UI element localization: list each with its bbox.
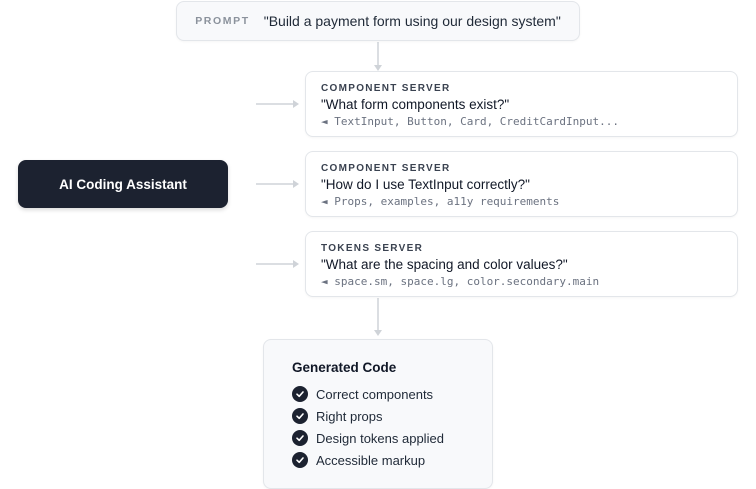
arrowhead-right bbox=[293, 180, 299, 188]
server-label: TOKENS SERVER bbox=[321, 243, 424, 254]
component-server-query-1: COMPONENT SERVER "What form components e… bbox=[305, 71, 738, 137]
checklist-item: Correct components bbox=[292, 383, 444, 405]
component-server-query-2: COMPONENT SERVER "How do I use TextInput… bbox=[305, 151, 738, 217]
arrowhead-down bbox=[374, 330, 382, 336]
checklist-item-text: Right props bbox=[316, 408, 383, 424]
server-question: "What form components exist?" bbox=[321, 97, 510, 112]
checklist-item: Right props bbox=[292, 405, 444, 427]
server-answer: ◄ TextInput, Button, Card, CreditCardInp… bbox=[321, 115, 620, 128]
prompt-text: "Build a payment form using our design s… bbox=[263, 13, 561, 29]
check-circle-icon bbox=[292, 386, 308, 402]
arrowhead-right bbox=[293, 100, 299, 108]
checklist-item-text: Accessible markup bbox=[316, 452, 426, 468]
server-answer: ◄ space.sm, space.lg, color.secondary.ma… bbox=[321, 275, 600, 288]
server-answer: ◄ Props, examples, a11y requirements bbox=[321, 195, 560, 208]
arrowhead-right bbox=[293, 260, 299, 268]
output-title: Generated Code bbox=[292, 360, 397, 375]
checklist-item-text: Design tokens applied bbox=[316, 430, 444, 446]
check-circle-icon bbox=[292, 452, 308, 468]
ai-coding-assistant-node: AI Coding Assistant bbox=[18, 160, 228, 208]
server-label: COMPONENT SERVER bbox=[321, 83, 451, 94]
checklist-item: Design tokens applied bbox=[292, 427, 444, 449]
prompt-label: PROMPT bbox=[195, 15, 250, 27]
assistant-label: AI Coding Assistant bbox=[59, 176, 187, 192]
check-circle-icon bbox=[292, 408, 308, 424]
server-label: COMPONENT SERVER bbox=[321, 163, 451, 174]
arrowhead-down bbox=[374, 65, 382, 71]
checklist: Correct components Right props Design to… bbox=[292, 383, 444, 471]
prompt-box: PROMPT "Build a payment form using our d… bbox=[176, 1, 580, 41]
server-question: "How do I use TextInput correctly?" bbox=[321, 177, 530, 192]
tokens-server-query: TOKENS SERVER "What are the spacing and … bbox=[305, 231, 738, 297]
server-question: "What are the spacing and color values?" bbox=[321, 257, 568, 272]
checklist-item: Accessible markup bbox=[292, 449, 444, 471]
generated-code-box: Generated Code Correct components Right … bbox=[263, 339, 493, 489]
check-circle-icon bbox=[292, 430, 308, 446]
checklist-item-text: Correct components bbox=[316, 386, 434, 402]
